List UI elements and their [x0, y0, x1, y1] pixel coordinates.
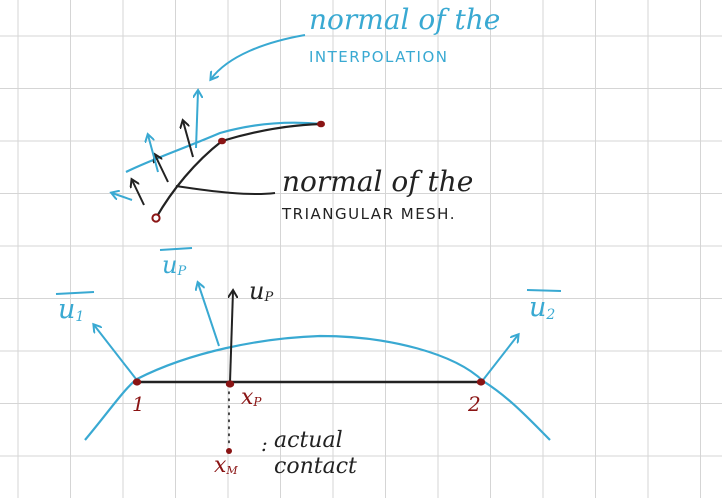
mesh-label-line1: normal of the — [282, 165, 473, 198]
xp-label: xP — [241, 385, 262, 410]
interpolation-pointer — [211, 34, 306, 79]
node-xm — [226, 448, 232, 454]
mesh-edge-top-2 — [221, 122, 322, 143]
u-p-bar-overline — [159, 247, 193, 251]
mesh-node — [218, 137, 226, 145]
node-2-label: 2 — [467, 392, 481, 416]
bottom-sketch: uP uP u1 u2 1 2 xP xM : actual contact — [55, 247, 562, 479]
actual-contact-colon: : — [261, 432, 268, 456]
interpolation-normal-arrow — [196, 91, 198, 149]
actual-contact-line1: actual — [274, 428, 343, 453]
u2-label: u2 — [529, 292, 555, 323]
mesh-label-line2: TRIANGULAR MESH. — [281, 205, 456, 223]
interpolation-label-line1: normal of the — [309, 3, 500, 36]
u1-label: u1 — [58, 294, 84, 325]
interpolated-curve-top — [125, 121, 323, 173]
xm-label: xM — [214, 453, 238, 478]
mesh-normal-arrow — [183, 121, 194, 158]
u-p-bar-label: uP — [162, 251, 186, 279]
interpolation-label-line2: INTERPOLATION — [309, 48, 448, 66]
top-sketch: normal of the INTERPOLATION normal of th… — [112, 3, 500, 223]
node-1-label: 1 — [132, 392, 145, 416]
mesh-pointer — [175, 185, 276, 195]
interpolated-normal-arrow — [198, 283, 220, 347]
mesh-normal-arrow — [132, 180, 145, 206]
mesh-node — [151, 213, 161, 223]
u2-overline — [526, 289, 562, 292]
u1-overline — [55, 291, 95, 295]
mesh-node — [317, 120, 325, 128]
node-xp — [225, 380, 235, 388]
interpolation-normal-arrow — [112, 193, 133, 201]
node-2 — [476, 378, 486, 386]
actual-contact-line2: contact — [274, 454, 357, 479]
mesh-normal-up-arrow — [230, 291, 233, 383]
mesh-normal-arrow — [155, 155, 169, 183]
node1-normal-arrow — [94, 325, 137, 380]
node-1 — [132, 378, 142, 386]
interpolation-normal-arrow — [148, 135, 159, 173]
mesh-edge-top-1 — [155, 140, 223, 219]
interpolated-surface — [84, 334, 551, 441]
u-p-label: uP — [249, 277, 273, 305]
node2-normal-arrow — [482, 335, 518, 381]
